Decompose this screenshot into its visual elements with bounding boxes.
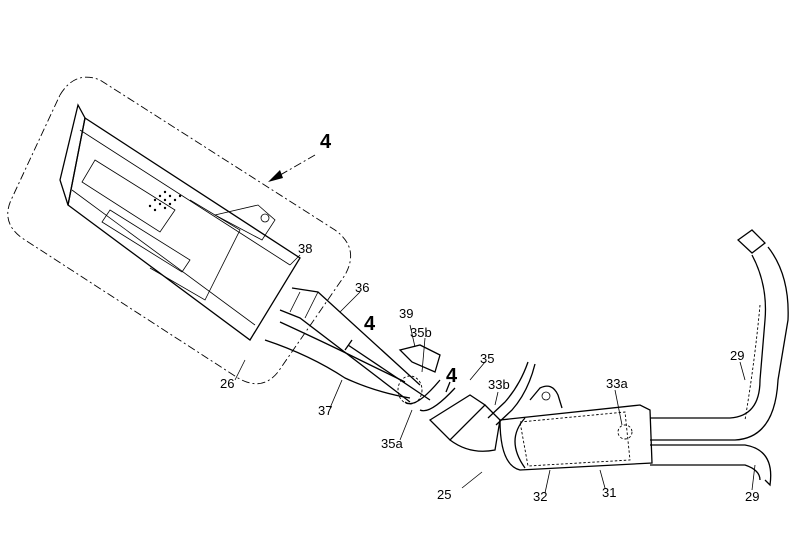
ref-label: 35b xyxy=(410,325,432,340)
ref-label: 32 xyxy=(533,489,548,504)
bracket-39 xyxy=(398,344,441,373)
leader-lines xyxy=(234,254,756,494)
ref-label: 38 xyxy=(298,241,313,256)
section-arrow xyxy=(274,154,316,179)
section-label: 4 xyxy=(364,313,376,335)
catalyst-31 xyxy=(499,385,653,471)
section-line xyxy=(344,339,431,401)
header-pipes-29 xyxy=(650,229,789,487)
ref-label: 31 xyxy=(602,485,617,500)
ref-label: 33a xyxy=(606,376,628,391)
perforation xyxy=(148,190,182,212)
muffler-26 xyxy=(59,103,301,341)
ref-label: 29 xyxy=(745,489,760,504)
ref-label: 35a xyxy=(381,436,403,451)
ref-label: 25 xyxy=(437,487,452,502)
ref-label: 26 xyxy=(220,376,235,391)
ref-label: 29 xyxy=(730,348,745,363)
pipe-37 xyxy=(264,321,411,399)
detail-enclosure xyxy=(7,76,352,385)
ref-label: 33b xyxy=(488,377,510,392)
section-label: 4 xyxy=(320,131,332,153)
ref-label: 36 xyxy=(355,280,370,295)
ref-label: 35 xyxy=(480,351,495,366)
ref-label: 39 xyxy=(399,306,414,321)
section-label: 4 xyxy=(446,365,458,387)
joint-35 xyxy=(397,375,501,452)
pipe-33b xyxy=(487,361,536,426)
ref-label: 37 xyxy=(318,403,333,418)
